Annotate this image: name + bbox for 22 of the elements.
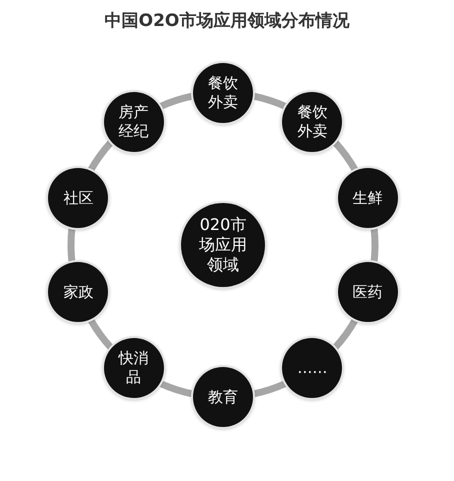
category-circle: 教育 (193, 367, 253, 427)
category-circle: 房产经纪 (104, 92, 164, 152)
ring-segment (252, 380, 288, 398)
ring-segment (252, 92, 288, 110)
category-circle: 餐饮外卖 (193, 63, 253, 123)
category-circle: 社区 (48, 168, 108, 228)
ring-segment (370, 227, 378, 263)
ring-segment (68, 227, 76, 263)
ring-segment (332, 318, 359, 350)
category-circle: 医药 (338, 262, 398, 322)
category-circle: 生鲜 (338, 168, 398, 228)
ring-segment (332, 140, 359, 172)
category-circle: 餐饮外卖 (282, 92, 342, 152)
ring-segment (87, 140, 114, 172)
chart-title: 中国O2O市场应用领域分布情况 (104, 10, 350, 32)
category-circle: 快消品 (104, 338, 164, 398)
category-circle: …… (282, 338, 342, 398)
hub-circle: 020市场应用领域 (181, 203, 265, 287)
category-circle: 家政 (48, 262, 108, 322)
ring-segment (87, 318, 114, 350)
ring-segment (158, 92, 194, 110)
ring-segment (158, 380, 194, 398)
